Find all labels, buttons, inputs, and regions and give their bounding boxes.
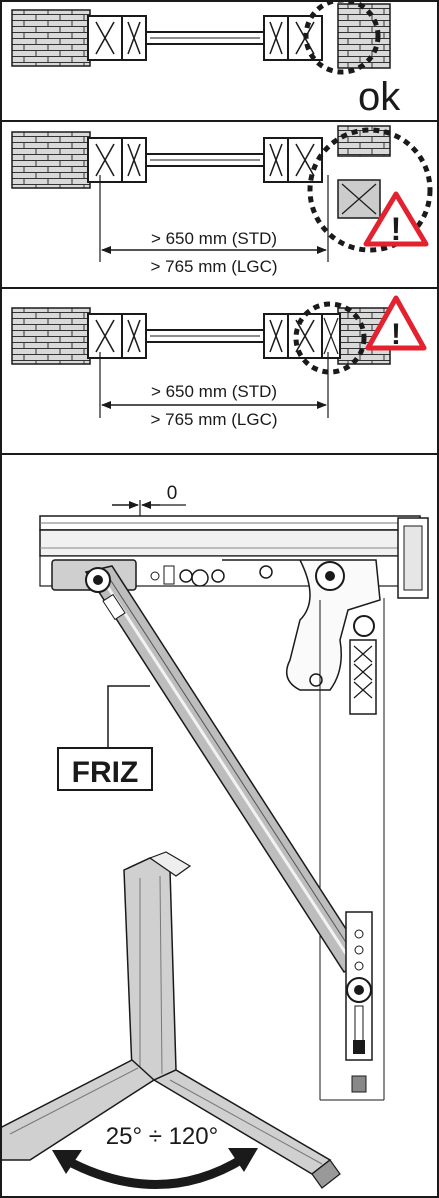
hardware-detail: 0: [0, 483, 429, 1189]
window-section: [87, 313, 323, 359]
warning-icon: [365, 295, 427, 351]
section-2-warning-detail: !: [11, 125, 433, 253]
left-wall: [11, 131, 91, 189]
left-wall: [11, 307, 91, 365]
opening-angle-arc: [61, 1153, 249, 1189]
svg-text:!: !: [391, 211, 402, 247]
warning-icon: [363, 191, 429, 247]
window-corner-profile: [123, 857, 177, 1081]
warning-highlight-circle: [307, 127, 433, 253]
corner-bracket: [349, 639, 377, 715]
section-3-warning-detail: !: [11, 295, 427, 375]
warning-highlight-circle: [293, 301, 367, 375]
right-wall: [337, 125, 391, 157]
angle-label: 25° ÷ 120°: [106, 1123, 218, 1150]
dimension-std-label: > 650 mm (STD): [151, 229, 277, 248]
hinge-mechanism: [222, 559, 381, 691]
friz-label: FRIZ: [72, 756, 139, 789]
dimension-std-label: > 650 mm (STD): [151, 382, 277, 401]
dimension-lgc-label: > 765 mm (LGC): [150, 410, 277, 429]
ok-highlight-circle: [303, 0, 381, 75]
friz-label-box: [57, 747, 153, 791]
section-1-ok-detail: [11, 0, 391, 75]
offset-label: 0: [167, 483, 178, 504]
window-section: [87, 137, 323, 183]
svg-text:!: !: [391, 318, 401, 351]
left-wall: [11, 9, 91, 67]
right-wall: [337, 3, 391, 69]
window-section: [87, 15, 323, 61]
ok-label: ok: [358, 75, 401, 119]
dimension-lgc-label: > 765 mm (LGC): [150, 257, 277, 276]
